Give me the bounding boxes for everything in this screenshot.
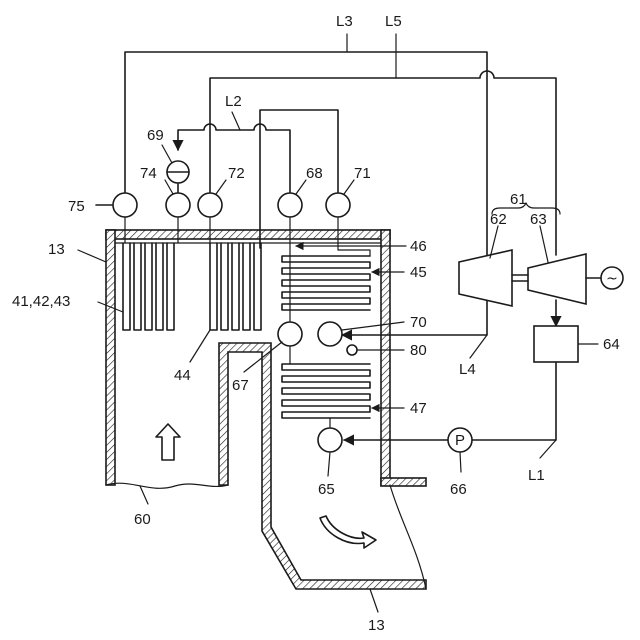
pump-66: P — [448, 428, 472, 452]
leader-60 — [140, 486, 148, 504]
generator-glyph: ~ — [606, 271, 618, 287]
tube-bank-44 — [210, 243, 261, 330]
label-47: 47 — [410, 400, 427, 417]
label-65: 65 — [318, 481, 335, 498]
leader-65 — [328, 452, 330, 476]
node-75 — [113, 193, 137, 217]
flow-arrow-up — [156, 424, 180, 460]
condenser-64 — [534, 326, 578, 362]
node-70 — [318, 322, 342, 346]
casing-left-wall — [106, 230, 115, 485]
casing-right-wall — [381, 230, 390, 485]
leader-68 — [296, 180, 306, 194]
label-69: 69 — [147, 127, 164, 144]
label-13-top: 13 — [48, 241, 65, 258]
node-71 — [326, 193, 350, 217]
coil-47 — [282, 364, 370, 418]
node-68 — [278, 193, 302, 217]
leader-l4 — [470, 335, 487, 358]
label-l5: L5 — [385, 13, 402, 30]
leader-70 — [342, 322, 404, 330]
label-70: 70 — [410, 314, 427, 331]
label-l2: L2 — [225, 93, 242, 110]
boiler-casing — [106, 230, 426, 589]
leader-63 — [540, 226, 548, 262]
label-74: 74 — [140, 165, 157, 182]
separator-69 — [167, 161, 189, 183]
reference-labels: L3 L5 L2 69 74 72 68 71 75 13 46 45 41,4… — [12, 13, 620, 634]
label-l1: L1 — [528, 467, 545, 484]
flow-arrow-curve — [320, 516, 376, 548]
line-l2 — [178, 124, 290, 193]
leader-13-bottom — [370, 589, 378, 612]
line-l3 — [125, 52, 487, 255]
node-80 — [347, 345, 357, 355]
tube-bank-41-43 — [123, 243, 174, 330]
label-60: 60 — [134, 511, 151, 528]
generator: ~ — [601, 267, 623, 289]
leader-71 — [344, 180, 354, 194]
node-65 — [318, 428, 342, 452]
label-13-bottom: 13 — [368, 617, 385, 634]
label-63: 63 — [530, 211, 547, 228]
label-72: 72 — [228, 165, 245, 182]
node-72 — [198, 193, 222, 217]
label-80: 80 — [410, 342, 427, 359]
casing-top-wall — [106, 230, 390, 239]
label-61: 61 — [510, 191, 527, 208]
label-l3: L3 — [336, 13, 353, 30]
leader-74 — [165, 180, 173, 194]
label-62: 62 — [490, 211, 507, 228]
label-64: 64 — [603, 336, 620, 353]
turbine-63 — [528, 254, 586, 304]
leader-66 — [460, 452, 461, 472]
casing-partition-and-bottom — [219, 343, 426, 589]
label-68: 68 — [306, 165, 323, 182]
coil-45 — [282, 256, 370, 310]
label-l4: L4 — [459, 361, 476, 378]
label-75: 75 — [68, 198, 85, 215]
turbine-62 — [459, 250, 512, 306]
line-l1 — [472, 362, 556, 440]
label-44: 44 — [174, 367, 191, 384]
label-67: 67 — [232, 377, 249, 394]
casing-right-step — [381, 478, 426, 486]
leader-l2 — [232, 112, 240, 130]
pump-letter: P — [455, 432, 465, 449]
label-71: 71 — [354, 165, 371, 182]
leader-13-top — [78, 250, 106, 262]
break-line-outlet — [390, 485, 426, 589]
leader-72 — [216, 180, 226, 194]
label-41-42-43: 41,42,43 — [12, 293, 70, 310]
label-66: 66 — [450, 481, 467, 498]
label-46: 46 — [410, 238, 427, 255]
leader-69 — [162, 145, 172, 163]
node-74 — [166, 193, 190, 217]
leader-l1 — [540, 440, 556, 458]
break-line-inlet — [106, 483, 228, 488]
leader-44 — [190, 330, 210, 362]
label-45: 45 — [410, 264, 427, 281]
